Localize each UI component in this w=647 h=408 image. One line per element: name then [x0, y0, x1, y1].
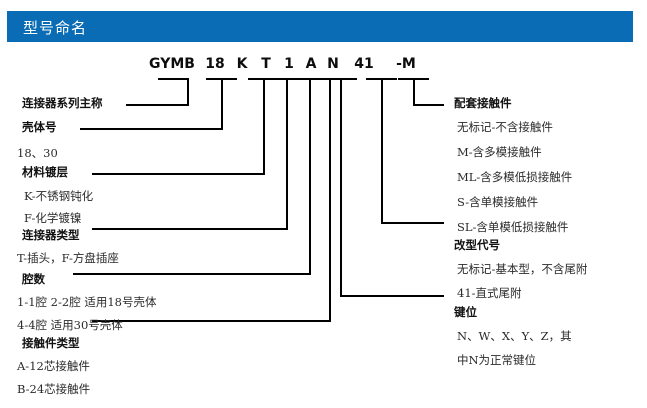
- leader-contact-drop: [329, 78, 331, 322]
- code-segment-variant: 41: [354, 56, 374, 72]
- group-title-shell: 壳体号: [22, 120, 57, 134]
- group-detail-accessory-1: M-含多模接触件: [457, 145, 542, 159]
- leader-contact-run: [92, 320, 331, 322]
- group-detail-contact-0: A-12芯接触件: [17, 359, 90, 373]
- code-segment-cavity: 1: [284, 56, 294, 72]
- code-segment-plating: K: [236, 56, 248, 72]
- leader-conntype-run: [92, 228, 288, 230]
- page-title: 型号命名: [23, 19, 88, 37]
- code-segment-shell: 18: [205, 56, 225, 72]
- leader-series-run: [126, 104, 189, 106]
- group-detail-conn-type-0: T-插头，F-方盘插座: [17, 251, 119, 265]
- code-segment-series: GYMB: [149, 56, 195, 72]
- leader-series-drop: [187, 78, 189, 106]
- group-detail-accessory-2: ML-含多模低损接触件: [457, 170, 573, 184]
- group-detail-shell-0: 18、30: [17, 146, 58, 160]
- code-segment-accessory: -M: [396, 56, 416, 72]
- group-detail-accessory-3: S-含单模接触件: [457, 195, 539, 209]
- leader-variant-drop: [381, 78, 383, 224]
- group-detail-accessory-0: 无标记-不含接触件: [457, 120, 553, 134]
- group-detail-contact-1: B-24芯接触件: [17, 382, 91, 396]
- leader-keying-drop: [340, 78, 342, 297]
- leader-variant-run: [381, 222, 444, 224]
- leader-plating-run: [92, 173, 265, 175]
- leader-keying-cap: [333, 78, 357, 80]
- leader-cavity-run: [73, 273, 311, 275]
- leader-keying-run: [340, 295, 444, 297]
- code-segment-contact: A: [305, 56, 317, 72]
- group-title-series: 连接器系列主称: [22, 96, 103, 110]
- leader-plating-drop: [263, 78, 265, 175]
- group-title-keying: 键位: [454, 305, 477, 319]
- group-detail-accessory-4: SL-含单模低损接触件: [457, 220, 569, 234]
- group-detail-keying-0: N、W、X、Y、Z，其: [457, 329, 572, 343]
- leader-shell-drop: [221, 78, 223, 130]
- group-detail-variant-1: 41-直式尾附: [457, 286, 522, 300]
- group-detail-cavity-0: 1-1腔 2-2腔 适用18号壳体: [17, 295, 157, 309]
- leader-shell-run: [80, 128, 223, 130]
- code-segment-keying: N: [327, 56, 339, 72]
- leader-conntype-drop: [286, 78, 288, 230]
- group-title-conn-type: 连接器类型: [22, 228, 80, 242]
- group-detail-plating-1: F-化学镀镍: [24, 211, 82, 225]
- section-header-bar: [7, 11, 633, 42]
- group-title-plating: 材料镀层: [22, 165, 68, 179]
- code-segment-conn-type: T: [261, 56, 271, 72]
- leader-cavity-drop: [309, 78, 311, 275]
- group-title-contact: 接触件类型: [22, 336, 80, 350]
- group-title-variant: 改型代号: [454, 238, 500, 252]
- leader-accessory-drop: [413, 78, 415, 106]
- group-detail-variant-0: 无标记-基本型，不含尾附: [457, 262, 588, 276]
- leader-accessory-run: [413, 104, 444, 106]
- group-detail-keying-1: 中N为正常键位: [457, 353, 537, 367]
- group-detail-plating-0: K-不锈钢钝化: [24, 189, 94, 203]
- group-title-accessory: 配套接触件: [454, 96, 512, 110]
- group-title-cavity: 腔数: [22, 272, 45, 286]
- leader-series-cap: [158, 78, 189, 80]
- group-detail-cavity-1: 4-4腔 适用30号壳体: [17, 318, 123, 332]
